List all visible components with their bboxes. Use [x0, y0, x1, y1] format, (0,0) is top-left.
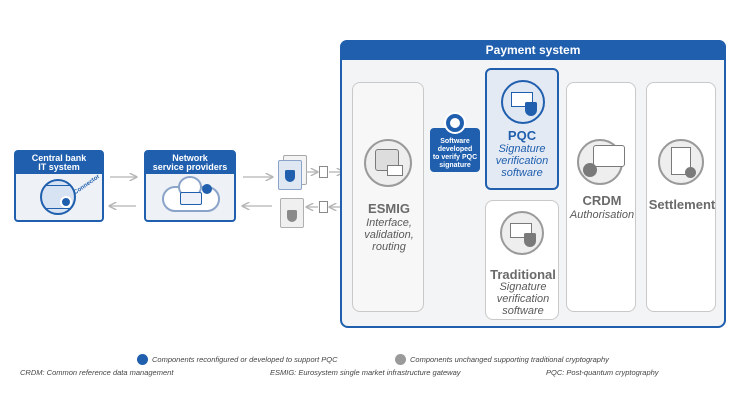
network-header: Network service providers	[146, 152, 234, 174]
connector-badge: Connector	[72, 173, 102, 197]
globe-lines-icon	[45, 185, 71, 209]
crdm-desc: Authorisation	[569, 209, 635, 221]
esmig-column: ESMIG Interface, validation, routing	[352, 82, 424, 312]
esmig-desc: Interface, validation, routing	[364, 217, 414, 253]
shield-grey-icon	[287, 210, 297, 222]
shield-icon	[285, 170, 295, 182]
legend-blue-dot	[137, 354, 148, 365]
footnote-crdm: CRDM: Common reference data management	[20, 368, 174, 377]
pqc-software-callout: Software developed to verify PQC signatu…	[430, 128, 480, 172]
file-icon	[319, 166, 328, 178]
legend-grey-dot	[395, 354, 406, 365]
envelope-icon	[387, 165, 403, 176]
shield-check-icon	[524, 233, 536, 247]
network-box: Network service providers	[144, 150, 236, 222]
signed-document-grey-icon	[280, 198, 304, 228]
settlement-column: Settlement	[646, 82, 716, 312]
esmig-name: ESMIG	[368, 201, 410, 216]
payment-system-title: Payment system	[340, 40, 726, 60]
lock-icon-inner	[450, 118, 460, 128]
crdm-column: CRDM Authorisation	[566, 82, 636, 312]
id-card-icon	[593, 145, 625, 167]
gear-icon	[202, 184, 212, 194]
traditional-name: Traditional	[490, 267, 556, 282]
central-bank-header: Central bank IT system	[16, 152, 102, 174]
settlement-name: Settlement	[648, 197, 716, 212]
shield-icon	[525, 102, 537, 116]
legend-blue-text: Components reconfigured or developed to …	[152, 355, 338, 364]
crdm-name: CRDM	[582, 193, 622, 208]
check-badge-icon	[685, 167, 696, 178]
pqc-column: PQC Signature verification software	[485, 68, 559, 190]
pqc-desc: Signature verification software	[495, 143, 549, 179]
gear-icon	[583, 163, 597, 177]
legend-grey-text: Components unchanged supporting traditio…	[410, 355, 609, 364]
central-bank-box: Central bank IT system Connector	[14, 150, 104, 222]
server-icon	[180, 192, 202, 205]
gear-icon	[60, 196, 72, 208]
footnote-pqc: PQC: Post-quantum cryptography	[546, 368, 659, 377]
file-icon	[319, 201, 328, 213]
traditional-column: Traditional Signature verification softw…	[485, 200, 559, 320]
traditional-desc: Signature verification software	[496, 281, 550, 317]
footnote-esmig: ESMIG: Eurosystem single market infrastr…	[270, 368, 461, 377]
pqc-name: PQC	[507, 128, 537, 143]
